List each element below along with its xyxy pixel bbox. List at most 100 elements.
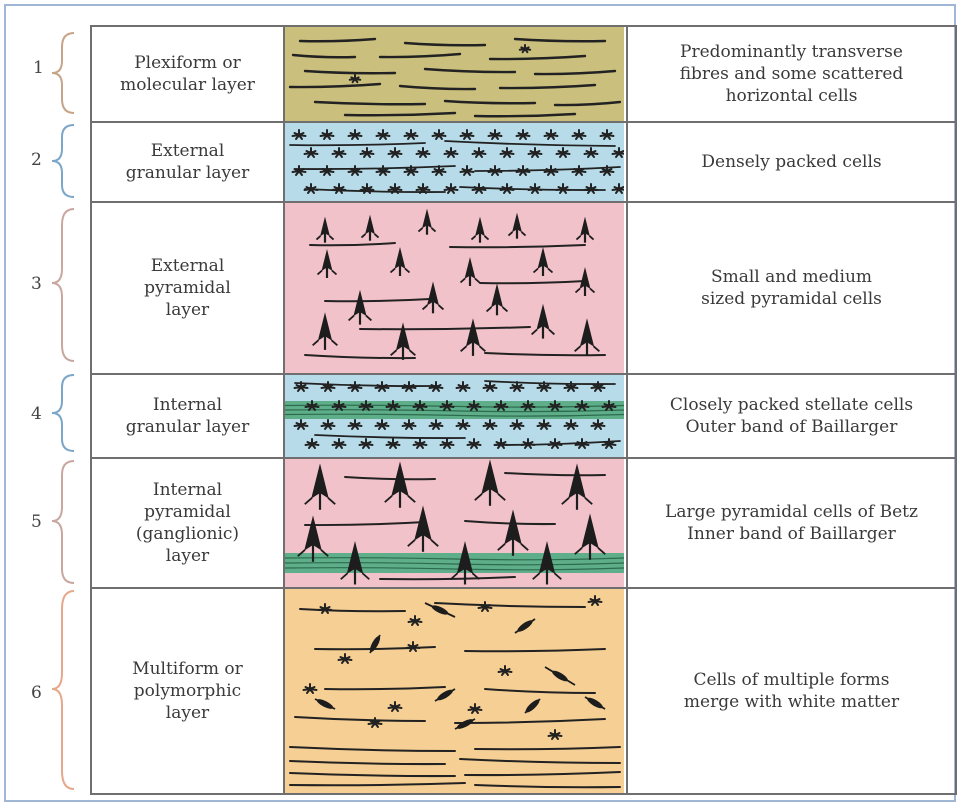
- stellate-body: [343, 657, 348, 662]
- layer-description: Large pyramidal cells of Betz Inner band…: [626, 459, 955, 587]
- stellate-body: [380, 385, 385, 390]
- stellate-body: [409, 133, 414, 138]
- layer-name: External granular layer: [92, 123, 285, 201]
- stellate-body: [337, 442, 342, 447]
- stellate-body: [337, 151, 342, 156]
- stellate-body: [493, 169, 498, 174]
- layer-illustration: [285, 459, 624, 587]
- stellate-body: [521, 169, 526, 174]
- layer-name: Plexiform or molecular layer: [92, 27, 285, 121]
- stellate-body: [365, 187, 370, 192]
- stellate-body: [445, 442, 450, 447]
- stellate-body: [353, 385, 358, 390]
- brace-layer-3: [52, 209, 74, 361]
- layer-illustration: [285, 375, 624, 457]
- brace-layer-1: [52, 33, 74, 113]
- stellate-body: [326, 385, 331, 390]
- stellate-body: [461, 423, 466, 428]
- stellate-body: [553, 733, 558, 738]
- layer-row-2: External granular layer Densely packed c…: [92, 123, 955, 203]
- stellate-body: [299, 423, 304, 428]
- stellate-body: [561, 187, 566, 192]
- layer-row-6: Multiform or polymorphic layer Cells of …: [92, 589, 955, 793]
- brace-layer-6: [52, 591, 74, 789]
- layer-illustration: [285, 589, 624, 793]
- layer-row-1: Plexiform or molecular layer Predominant…: [92, 27, 955, 123]
- stellate-body: [526, 442, 531, 447]
- stellate-body: [418, 442, 423, 447]
- stellate-body: [488, 385, 493, 390]
- stellate-body: [445, 404, 450, 409]
- cortex-layers-table: Plexiform or molecular layer Predominant…: [90, 25, 957, 795]
- stellate-body: [353, 77, 357, 81]
- stellate-body: [380, 423, 385, 428]
- layer-number-4: 4: [31, 404, 42, 424]
- layer-description: Closely packed stellate cells Outer band…: [626, 375, 955, 457]
- stellate-body: [393, 705, 398, 710]
- stellate-body: [605, 133, 610, 138]
- stellate-body: [310, 404, 315, 409]
- stellate-body: [411, 645, 416, 650]
- layer-number-1: 1: [33, 58, 44, 78]
- stellate-body: [596, 385, 601, 390]
- stellate-body: [407, 385, 412, 390]
- stellate-body: [461, 385, 466, 390]
- stellate-body: [577, 169, 582, 174]
- stellate-body: [325, 169, 330, 174]
- stellate-body: [607, 442, 612, 447]
- layer-name: External pyramidal layer: [92, 203, 285, 373]
- stellate-body: [526, 404, 531, 409]
- stellate-body: [593, 599, 598, 604]
- stellate-body: [553, 404, 558, 409]
- stellate-body: [577, 133, 582, 138]
- stellate-body: [505, 151, 510, 156]
- stellate-body: [505, 187, 510, 192]
- stellate-body: [617, 151, 622, 156]
- layer-illustration: [285, 123, 624, 201]
- stellate-body: [337, 187, 342, 192]
- stellate-body: [413, 619, 418, 624]
- stellate-body: [407, 423, 412, 428]
- stellate-body: [472, 442, 477, 447]
- stellate-body: [391, 442, 396, 447]
- layer-number-2: 2: [31, 150, 42, 170]
- layer-description: Densely packed cells: [626, 123, 955, 201]
- stellate-body: [381, 133, 386, 138]
- stellate-body: [569, 423, 574, 428]
- stellate-body: [437, 133, 442, 138]
- stellate-body: [365, 151, 370, 156]
- stellate-body: [465, 133, 470, 138]
- stellate-body: [607, 404, 612, 409]
- layer-number-6: 6: [31, 683, 42, 703]
- stellate-body: [323, 607, 328, 612]
- stellate-body: [533, 187, 538, 192]
- stellate-body: [364, 404, 369, 409]
- stellate-body: [605, 169, 610, 174]
- stellate-body: [449, 151, 454, 156]
- stellate-body: [473, 707, 478, 712]
- stellate-body: [309, 151, 314, 156]
- stellate-body: [449, 187, 454, 192]
- stellate-body: [421, 151, 426, 156]
- stellate-body: [297, 133, 302, 138]
- stellate-body: [297, 169, 302, 174]
- layer-description: Cells of multiple forms merge with white…: [626, 589, 955, 793]
- layer-row-5: Internal pyramidal (ganglionic) layer La…: [92, 459, 955, 589]
- stellate-body: [488, 423, 493, 428]
- stellate-body: [325, 133, 330, 138]
- stellate-body: [437, 169, 442, 174]
- layer-description: Predominantly transverse fibres and some…: [626, 27, 955, 121]
- stellate-body: [364, 442, 369, 447]
- stellate-body: [596, 423, 601, 428]
- stellate-body: [580, 404, 585, 409]
- stellate-body: [521, 133, 526, 138]
- stellate-body: [549, 169, 554, 174]
- stellate-body: [418, 404, 423, 409]
- stellate-body: [472, 404, 477, 409]
- stellate-body: [393, 187, 398, 192]
- stellate-body: [561, 151, 566, 156]
- layer-name: Multiform or polymorphic layer: [92, 589, 285, 793]
- stellate-body: [326, 423, 331, 428]
- stellate-body: [310, 442, 315, 447]
- stellate-body: [523, 47, 527, 51]
